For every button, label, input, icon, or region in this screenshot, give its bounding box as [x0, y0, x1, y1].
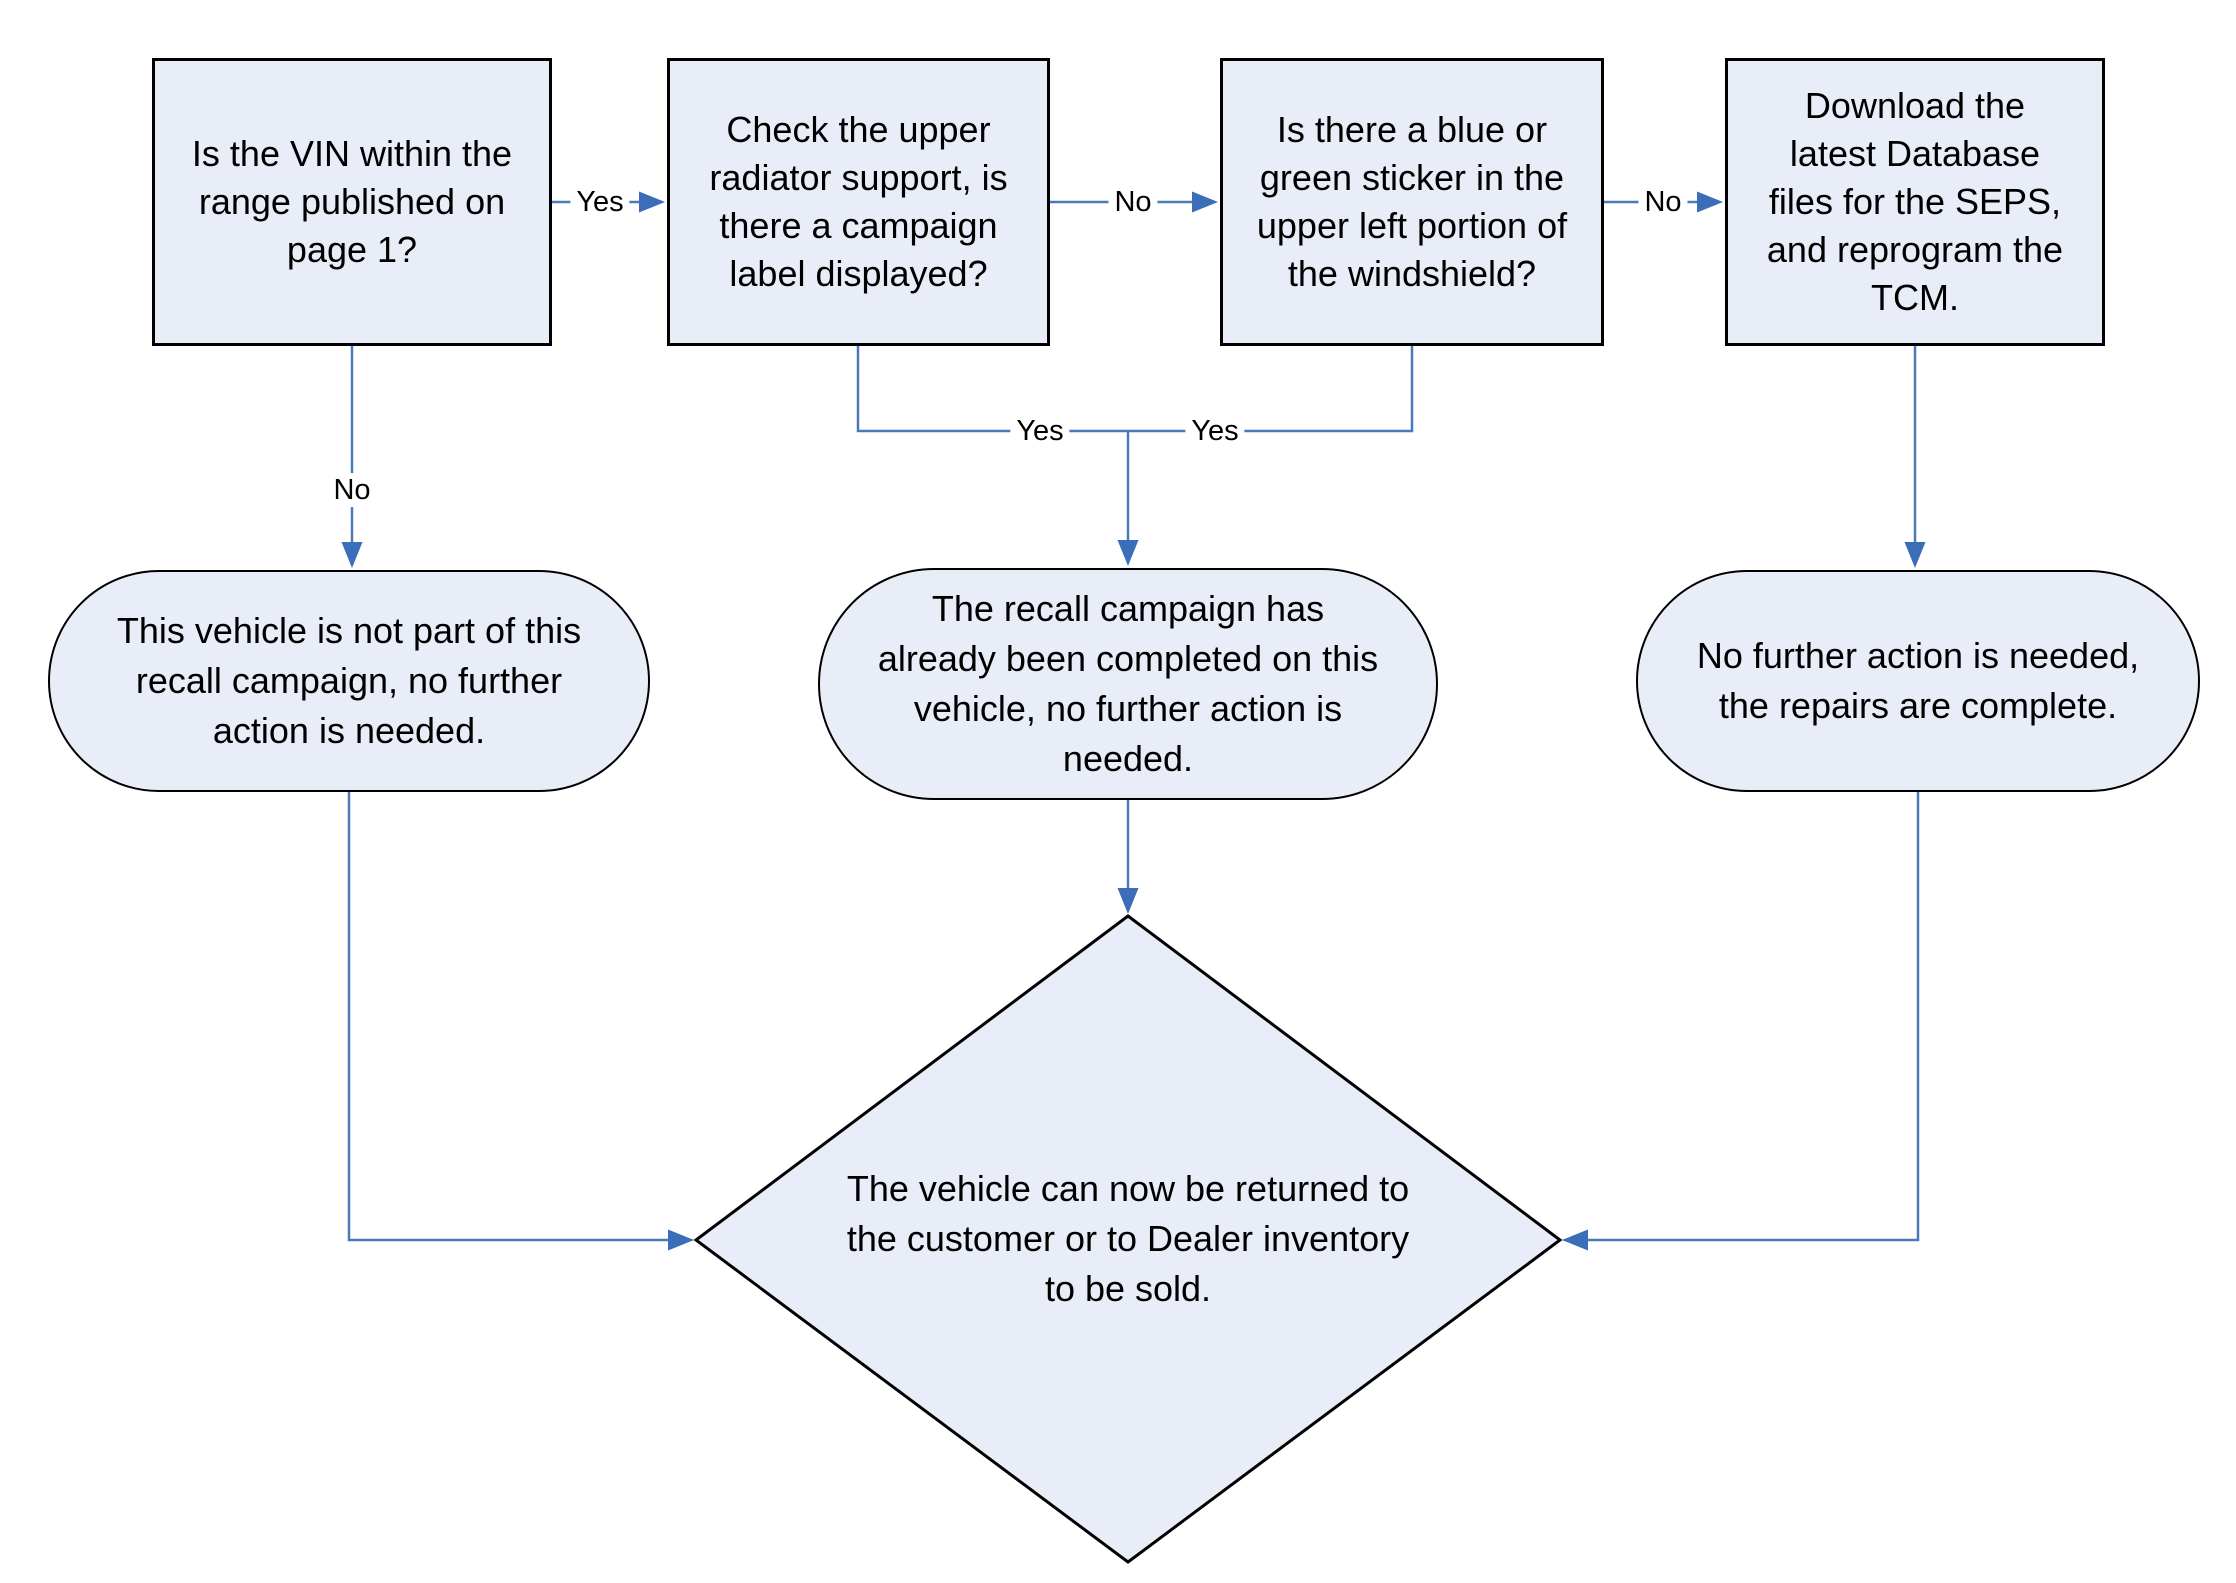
connector-notpart-to-diamond: [347, 792, 694, 1251]
terminator-repairs-complete-text: No further action is needed, the repairs…: [1696, 635, 2140, 726]
edge-label-campaign-no: No: [1108, 185, 1158, 219]
terminator-already-completed-text: The recall campaign has already been com…: [877, 588, 1379, 779]
terminator-repairs-complete: No further action is needed, the repairs…: [1636, 570, 2200, 792]
edge-label-campaign-yes: Yes: [1010, 414, 1070, 448]
process-windshield-sticker: Is there a blue or green sticker in the …: [1220, 58, 1604, 346]
process-download-reprogram: Download the latest Database files for t…: [1725, 58, 2105, 346]
edge-label-sticker-no: No: [1638, 185, 1688, 219]
decision-diamond-text: The vehicle can now be returned to the c…: [846, 1168, 1410, 1309]
process-windshield-sticker-text: Is there a blue or green sticker in the …: [1256, 109, 1568, 294]
process-campaign-label: Check the upper radiator support, is the…: [667, 58, 1050, 346]
connector-completed-to-diamond: [1117, 800, 1139, 914]
connector-sticker-yes: [1128, 346, 1414, 433]
connector-vin-no: [341, 346, 363, 568]
terminator-already-completed: The recall campaign has already been com…: [818, 568, 1438, 800]
process-vin-range: Is the VIN within the range published on…: [152, 58, 552, 346]
terminator-not-part-of-recall: This vehicle is not part of this recall …: [48, 570, 650, 792]
terminator-not-part-text: This vehicle is not part of this recall …: [116, 610, 582, 751]
connector-campaign-yes: [856, 346, 1128, 433]
edge-label-vin-yes: Yes: [570, 185, 630, 219]
connector-merged-yes: [1117, 431, 1139, 566]
edge-label-vin-no: No: [327, 473, 377, 507]
connector-download-down: [1904, 346, 1926, 568]
connector-repairs-to-diamond: [1562, 792, 1920, 1251]
process-download-reprogram-text: Download the latest Database files for t…: [1766, 85, 2064, 318]
edge-label-sticker-yes: Yes: [1185, 414, 1245, 448]
process-vin-range-text: Is the VIN within the range published on…: [191, 133, 513, 270]
process-campaign-label-text: Check the upper radiator support, is the…: [709, 109, 1008, 294]
decision-diamond-shape: [693, 914, 1563, 1564]
